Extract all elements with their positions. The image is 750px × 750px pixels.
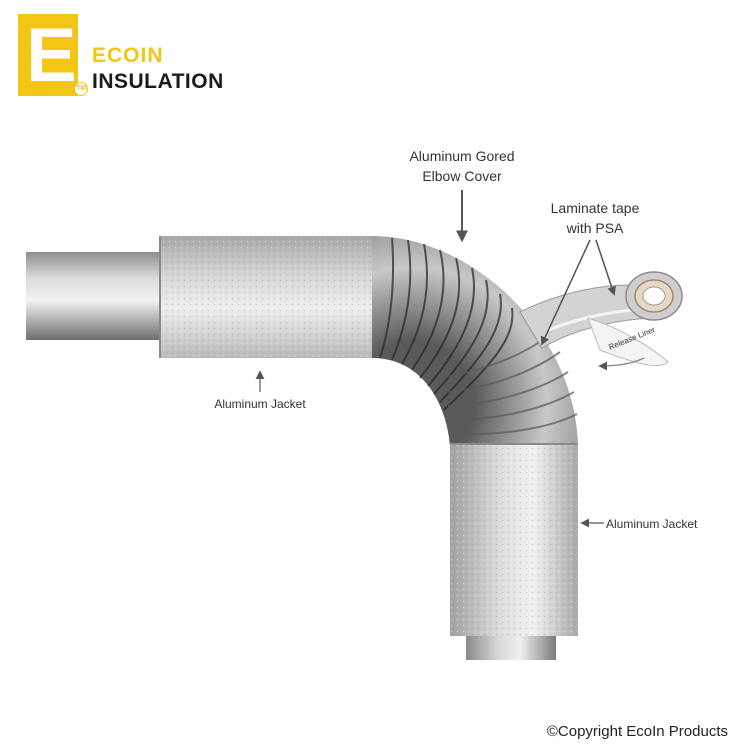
logo-letter: E bbox=[26, 13, 77, 98]
right-aluminum-jacket bbox=[450, 443, 578, 636]
left-jacket-label: Aluminum Jacket bbox=[214, 397, 306, 411]
tape-label-line1: Laminate tape bbox=[551, 200, 640, 216]
tape-arrow-2 bbox=[595, 239, 616, 296]
elbow-cover-label-line2: Elbow Cover bbox=[422, 168, 502, 184]
logo-brand-name: ECOIN bbox=[92, 44, 164, 67]
laminate-tape-strip bbox=[519, 284, 669, 367]
tape-label-line2: with PSA bbox=[566, 220, 624, 236]
tape-roll bbox=[625, 271, 683, 321]
left-pipe bbox=[26, 252, 166, 340]
elbow-cover-label-line1: Aluminum Gored bbox=[409, 148, 514, 164]
right-jacket-label: Aluminum Jacket bbox=[606, 517, 698, 531]
logo-e-block: E bbox=[18, 14, 78, 96]
copyright-text: ©Copyright EcoIn Products bbox=[546, 723, 728, 740]
tape-arrow-1 bbox=[540, 239, 591, 346]
brand-logo: E TM ECOIN INSULATION bbox=[18, 14, 258, 98]
trademark-icon: TM bbox=[74, 82, 88, 96]
logo-brand-subname: INSULATION bbox=[92, 70, 224, 93]
left-aluminum-jacket bbox=[159, 236, 376, 358]
release-liner-arrow bbox=[598, 357, 645, 371]
